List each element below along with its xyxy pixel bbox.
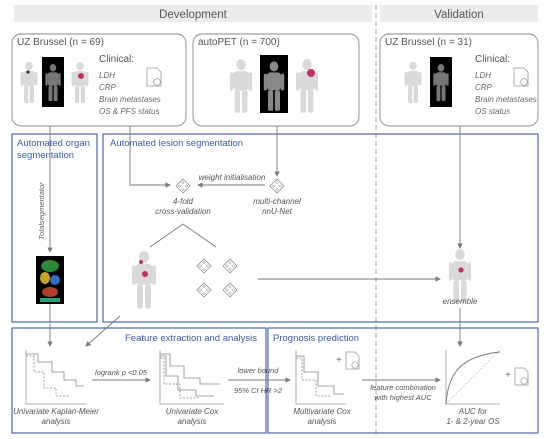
clinical-dev-item: CRP	[99, 83, 117, 92]
plus-sign-multivariate: +	[336, 355, 342, 366]
autopet-pet-scans	[229, 55, 319, 113]
uz-dev-pet-scans	[20, 57, 89, 107]
clinical-val-item: CRP	[475, 83, 493, 92]
combo-label-line2: with highest AUC	[374, 393, 432, 402]
weight-init-label: weight initialisation	[199, 173, 266, 182]
multivariate-cox-plot	[295, 350, 346, 405]
ensemble-body	[448, 249, 472, 303]
clinical-document-icon-multivariate	[345, 351, 360, 370]
km-label-line2: analysis	[42, 417, 71, 426]
clinical-document-icon-val	[513, 67, 529, 87]
cox-label-line1: Univariate Cox	[166, 407, 219, 416]
cv-label-line1: 4-fold	[173, 197, 194, 206]
organ-segmentation-panel	[11, 133, 98, 323]
fold-networks	[196, 258, 238, 298]
uz-dev-box	[11, 33, 187, 127]
organ-segmentation-image	[36, 256, 64, 304]
kaplan-meier-plot	[25, 350, 86, 405]
validation-header-bar	[380, 5, 538, 22]
uz-val-pet-scans	[404, 57, 452, 107]
km-label-line1: Univariate Kaplan-Meier	[13, 407, 99, 416]
ensemble-label: ensemble	[443, 297, 478, 306]
prognosis-panel-title: Prognosis prediction	[273, 333, 359, 344]
lesion-marker	[139, 260, 143, 264]
lesion-to-km-arrow	[85, 315, 121, 347]
ensemble-lesion	[458, 267, 464, 273]
clinical-dev-item: OS & PFS status	[99, 107, 159, 116]
cv-label-line2: cross-validation	[155, 207, 211, 216]
feature-panel-title: Feature extraction and analysis	[125, 333, 257, 344]
totalsegmentator-label: Totalsegmentator	[37, 182, 46, 240]
cv-network-icon	[175, 178, 191, 194]
lesion-segmentation-panel	[102, 133, 539, 323]
plus-sign-auc: +	[505, 370, 511, 381]
prognosis-panel	[267, 327, 539, 434]
organ-panel-title-line2: segmentation	[17, 150, 74, 161]
nnunet-network-icon	[269, 178, 285, 194]
lower-bound-line1: lower bound	[238, 366, 280, 375]
lesion-panel-title: Automated lesion segmentation	[110, 138, 243, 149]
development-header-bar	[14, 5, 372, 22]
clinical-val-item: LDH	[475, 71, 491, 80]
clinical-heading-val: Clinical:	[475, 54, 510, 65]
autopet-box	[192, 33, 360, 127]
clinical-dev-item: LDH	[99, 71, 115, 80]
clinical-dev-item: Brain metastases	[99, 95, 161, 104]
uz-val-box	[379, 33, 539, 127]
autopet-title: autoPET (n = 700)	[198, 37, 280, 48]
nnunet-label-line2: nnU-Net	[262, 207, 293, 216]
cv-split-lines	[149, 223, 217, 248]
validation-header: Validation	[434, 9, 484, 21]
logrank-label: logrank p <0.05	[95, 368, 148, 377]
uz-dev-title: UZ Brussel (n = 69)	[17, 37, 104, 48]
cox-label-line2: analysis	[178, 417, 207, 426]
multi-cox-label-line2: analysis	[308, 417, 337, 426]
clinical-document-icon	[146, 67, 162, 87]
clinical-document-icon-auc	[514, 367, 529, 386]
combo-label-line1: feature combination	[370, 383, 436, 392]
nnunet-label-line1: multi-channel	[253, 197, 301, 206]
uz-to-cv-arrow	[129, 126, 171, 188]
auc-roc-plot	[445, 349, 501, 405]
development-header: Development	[159, 9, 228, 21]
auc-label-line1: AUC for	[458, 407, 488, 416]
clinical-val-item: OS status	[475, 107, 510, 116]
lower-bound-line2: 95% CI HR >2	[234, 386, 283, 395]
multi-cox-label-line1: Multivariate Cox	[293, 407, 351, 416]
organ-panel-title-line1: Automated organ	[17, 138, 90, 149]
uz-val-title: UZ Brussel (n = 31)	[385, 37, 472, 48]
auc-label-line2: 1- & 2-year OS	[446, 417, 500, 426]
lesion-seg-body	[132, 250, 156, 309]
clinical-val-item: Brain metastases	[475, 95, 537, 104]
univariate-cox-plot	[159, 350, 224, 405]
feature-analysis-panel	[11, 327, 267, 434]
lesion-marker	[142, 271, 148, 277]
clinical-heading-dev: Clinical:	[99, 54, 134, 65]
